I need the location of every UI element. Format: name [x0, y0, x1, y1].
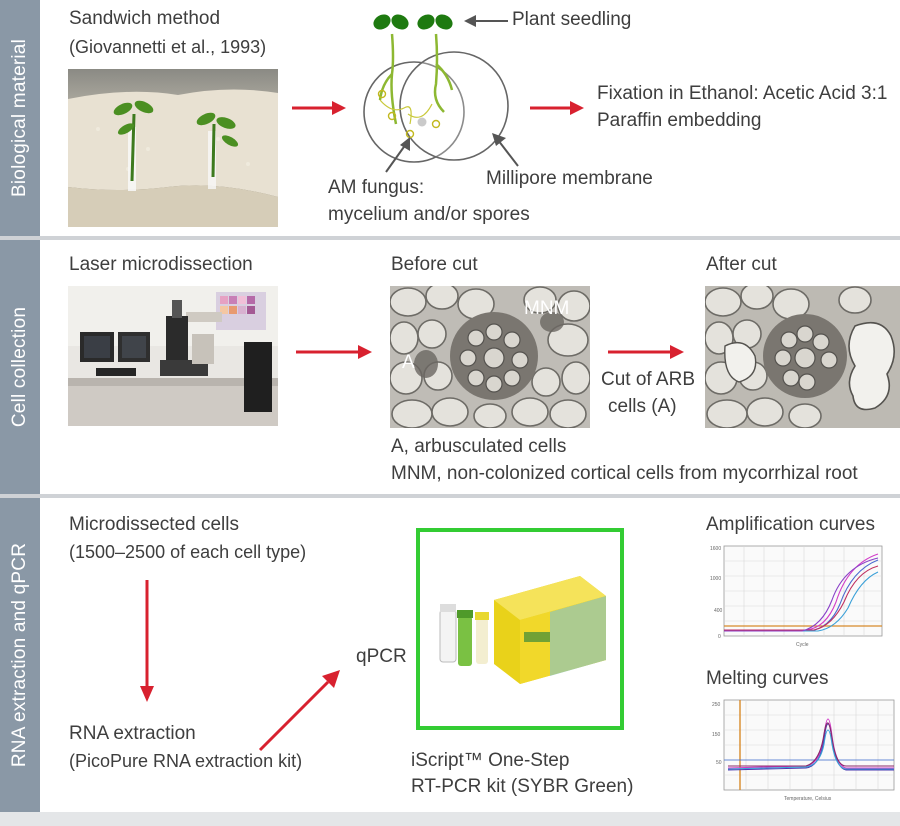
microdissected-title: Microdissected cells: [69, 514, 239, 535]
method-reference: (Giovannetti et al., 1993): [69, 37, 267, 57]
embedding-label: Paraffin embedding: [597, 110, 762, 131]
fungus-label: AM fungus:: [328, 177, 425, 198]
arrow-down-icon: [140, 580, 154, 702]
fixation-label: Fixation in Ethanol: Acetic Acid 3:1: [597, 83, 888, 104]
svg-text:400: 400: [714, 608, 723, 614]
sidebar-label: Cell collection: [9, 306, 30, 428]
melting-title: Melting curves: [706, 668, 829, 689]
method-title: Sandwich method: [69, 8, 221, 29]
membrane-label: Millipore membrane: [486, 168, 653, 189]
kit-name-line2: RT-PCR kit (SYBR Green): [411, 776, 634, 797]
a-marker: A: [402, 352, 415, 373]
kit-product-image: [439, 576, 606, 684]
arrow-right-icon: [530, 101, 584, 115]
cut-label: Cut of ARB: [601, 369, 695, 390]
amplification-plot: 1600 1000 400 0 Cycle: [706, 542, 900, 650]
laser-title: Laser microdissection: [69, 254, 253, 275]
sidebar-label: Biological material: [9, 39, 30, 197]
melting-plot: 250 150 50 Temperature, Celsius: [706, 696, 900, 804]
svg-text:1600: 1600: [710, 546, 721, 552]
svg-text:Cycle: Cycle: [796, 642, 809, 648]
cell-count-label: (1500–2500 of each cell type): [69, 542, 307, 562]
sidebar-cell-collection: Cell collection: [0, 240, 40, 494]
mnm-marker: MNM: [524, 298, 570, 319]
sidebar-biological-material: Biological material: [0, 0, 40, 236]
section-separator: [0, 236, 900, 240]
arrow-right-icon: [608, 345, 684, 359]
svg-text:Temperature, Celsius: Temperature, Celsius: [784, 796, 832, 802]
svg-text:1000: 1000: [710, 576, 721, 582]
legend-a: A, arbusculated cells: [391, 436, 567, 457]
svg-text:150: 150: [712, 732, 721, 738]
sidebar-label: RNA extraction and qPCR: [9, 542, 30, 768]
seedling-label: Plant seedling: [512, 9, 632, 30]
arrow-diagonal-icon: [258, 670, 340, 752]
after-cut-title: After cut: [706, 254, 777, 275]
cut-label-detail: cells (A): [608, 396, 677, 417]
pointer-arrow-icon: [385, 137, 410, 173]
sandwich-schematic: [363, 14, 509, 163]
arrow-right-icon: [296, 345, 372, 359]
amplification-title: Amplification curves: [706, 514, 875, 535]
svg-text:0: 0: [718, 634, 721, 640]
rna-extraction-title: RNA extraction: [69, 723, 196, 744]
kit-name-line1: iScript™ One-Step: [411, 750, 570, 771]
arrow-right-icon: [292, 101, 346, 115]
after-cut-micrograph: [705, 286, 900, 428]
sandwich-photo: [68, 69, 278, 227]
laser-lab-photo: [68, 286, 278, 426]
qpcr-label: qPCR: [356, 646, 407, 667]
section-separator: [0, 494, 900, 498]
svg-text:50: 50: [716, 760, 722, 766]
pointer-arrow-icon: [464, 15, 508, 27]
kit-frame: [416, 528, 624, 730]
sidebar-rna-qpcr: RNA extraction and qPCR: [0, 498, 40, 812]
before-cut-micrograph: [390, 286, 590, 428]
rna-kit-label: (PicoPure RNA extraction kit): [69, 751, 303, 771]
svg-text:250: 250: [712, 702, 721, 708]
legend-mnm: MNM, non-colonized cortical cells from m…: [391, 463, 858, 484]
bottom-margin: [0, 812, 900, 826]
pointer-arrow-icon: [492, 133, 519, 167]
before-cut-title: Before cut: [391, 254, 478, 275]
fungus-detail: mycelium and/or spores: [328, 204, 530, 225]
